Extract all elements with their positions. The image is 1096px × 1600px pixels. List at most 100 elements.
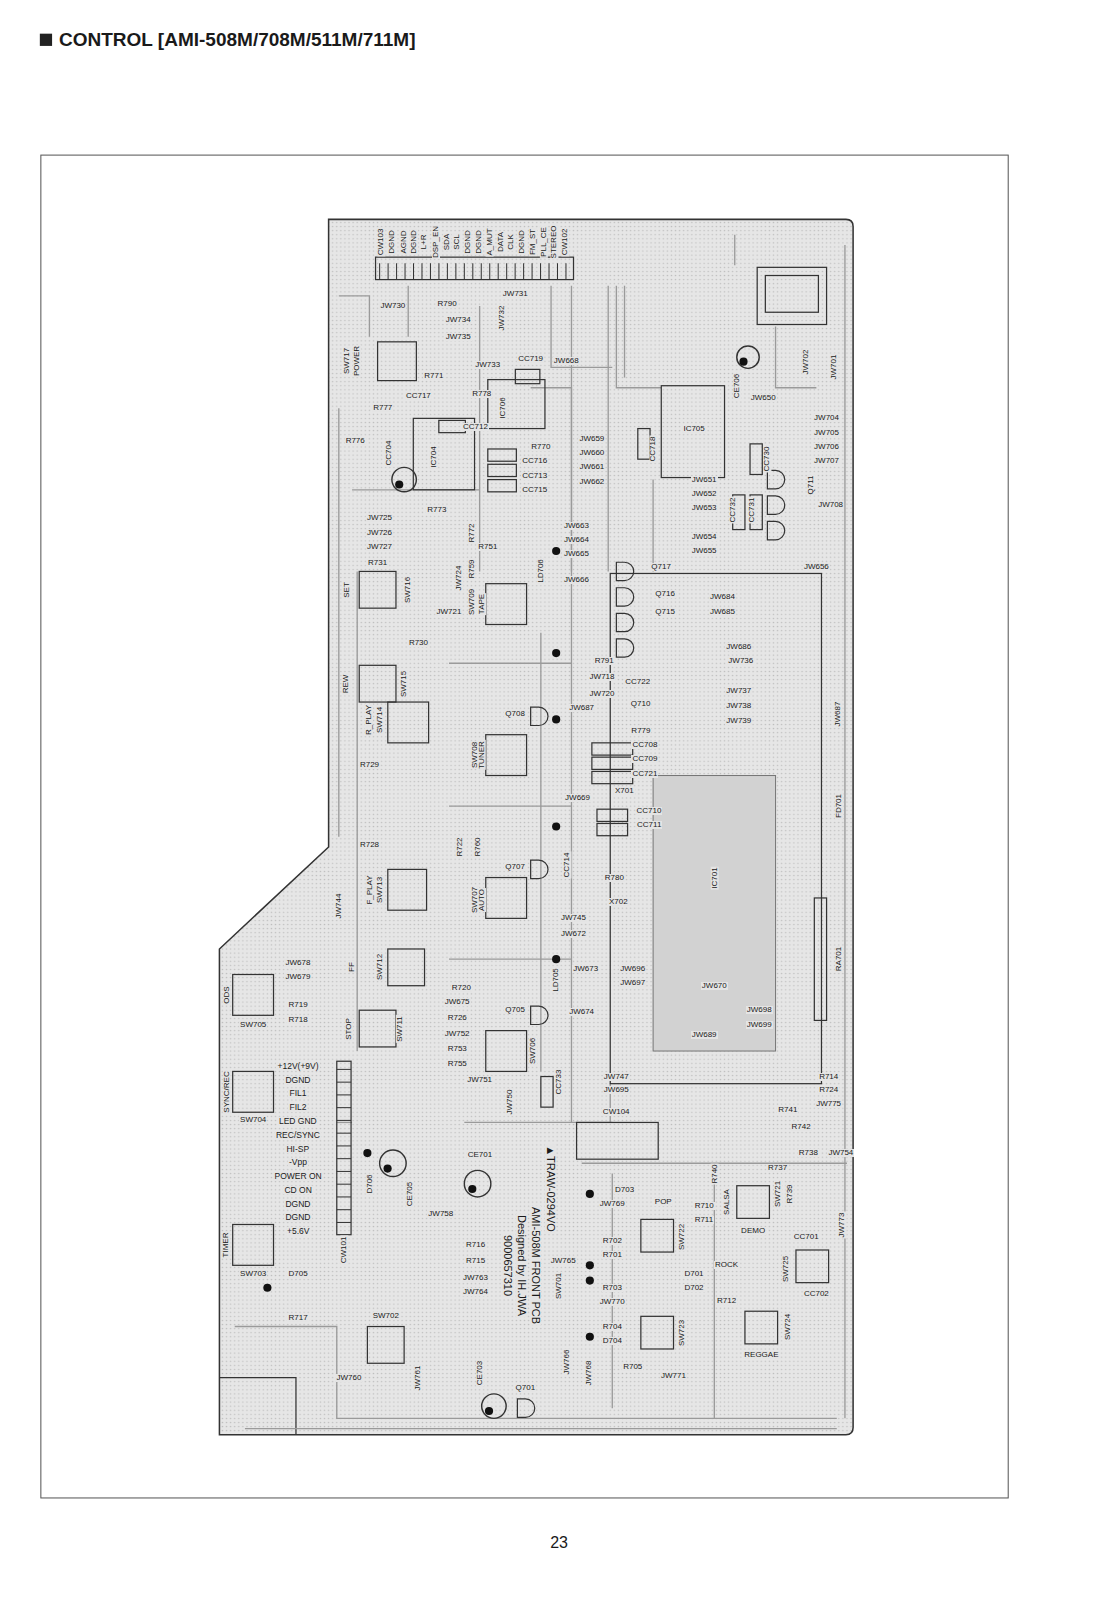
silkscreen-label: JW689: [691, 1031, 718, 1039]
silkscreen-label: FD701: [835, 793, 843, 819]
silkscreen-label: SW701: [555, 1272, 563, 1300]
silkscreen-label: R716: [465, 1241, 486, 1249]
silkscreen-label: JW773: [839, 1211, 847, 1238]
silkscreen-label: JW747: [603, 1073, 630, 1081]
switch-footprint: [388, 949, 425, 986]
silkscreen-label: LD705: [552, 967, 560, 993]
silkscreen-label: R710: [694, 1202, 715, 1210]
silkscreen-label: R717: [287, 1314, 308, 1322]
silkscreen-label: JW668: [553, 357, 580, 365]
silkscreen-label: DSP_EN: [432, 225, 440, 259]
silkscreen-label: JW754: [827, 1149, 854, 1157]
silkscreen-label: POWER ON: [273, 1172, 322, 1181]
silkscreen-label: CC701: [793, 1233, 820, 1241]
silkscreen-label: R760: [474, 836, 482, 857]
silkscreen-label: CC704: [386, 440, 394, 467]
transistor-symbol: [531, 860, 548, 878]
connector-pin: [472, 263, 473, 279]
switch-footprint: [486, 1031, 527, 1072]
silkscreen-label: SET: [343, 581, 351, 599]
copper-trace: [531, 388, 572, 572]
electrolytic-capacitor: [392, 467, 416, 491]
silkscreen-label: JW653: [691, 504, 718, 512]
silkscreen-label: JW654: [691, 533, 718, 541]
silkscreen-label: SW709: [469, 588, 477, 616]
silkscreen-label: DGND: [284, 1213, 311, 1222]
silkscreen-label: REW: [343, 673, 351, 694]
silkscreen-label: SW712: [376, 953, 384, 981]
switch-footprint: [737, 1186, 770, 1219]
silkscreen-label: JW655: [691, 547, 718, 555]
silkscreen-label: CC710: [636, 807, 663, 815]
silkscreen-label: R737: [767, 1164, 788, 1172]
silkscreen-label: R724: [818, 1086, 839, 1094]
silkscreen-label: R719: [287, 1001, 308, 1009]
silkscreen-label: DGND: [284, 1076, 311, 1085]
connector-pin: [337, 1094, 351, 1095]
connector-pin: [523, 263, 524, 279]
page-number: 23: [549, 1535, 569, 1551]
transistor-symbol: [767, 521, 784, 539]
silkscreen-label: JW775: [815, 1100, 842, 1108]
copper-trace: [408, 286, 409, 337]
silkscreen-label: JW672: [560, 930, 587, 938]
silkscreen-label: JW702: [802, 349, 810, 376]
silkscreen-label: JW674: [568, 1008, 595, 1016]
connector-cw101: [337, 1061, 351, 1234]
silkscreen-label: Q701: [515, 1384, 537, 1392]
silkscreen-label: ROCK: [714, 1261, 739, 1269]
silkscreen-label: R791: [594, 657, 615, 665]
silkscreen-label: JW768: [586, 1359, 594, 1386]
silkscreen-label: Q716: [654, 590, 676, 598]
silkscreen-label: HI-SP: [285, 1145, 310, 1154]
connector-pin: [430, 263, 431, 279]
silkscreen-label: JW697: [619, 979, 646, 987]
connector-pin: [438, 263, 439, 279]
silkscreen-label: IC706: [498, 397, 506, 420]
silkscreen-label: JW752: [444, 1030, 471, 1038]
silkscreen-label: JW770: [599, 1298, 626, 1306]
silkscreen-label: R772: [468, 522, 476, 543]
silkscreen-label: FF: [348, 962, 356, 974]
silkscreen-label: Q710: [630, 700, 652, 708]
connector-pin: [481, 263, 482, 279]
connector-cw104: [577, 1122, 659, 1159]
silkscreen-label: CC712: [462, 423, 489, 431]
silkscreen-label: SW713: [376, 876, 384, 904]
silkscreen-label: Q707: [504, 863, 526, 871]
connector-pin: [396, 263, 397, 279]
silkscreen-label: SYNC/REC: [223, 1070, 231, 1113]
silkscreen-label: SW703: [239, 1270, 267, 1278]
copper-trace: [776, 327, 817, 388]
silkscreen-label: TAPE: [478, 593, 486, 615]
diode-symbol: [586, 1277, 594, 1285]
switch-footprint: [388, 869, 427, 910]
board-notch: [219, 1378, 296, 1435]
silkscreen-label: X702: [608, 898, 629, 906]
silkscreen-label: R711: [694, 1216, 715, 1224]
silkscreen-label: JW763: [462, 1274, 489, 1282]
silkscreen-label: R730: [408, 639, 429, 647]
polarity-dot: [485, 1407, 493, 1415]
silkscreen-label: D701: [683, 1270, 704, 1278]
connector-pin: [489, 263, 490, 279]
silkscreen-label: SW722: [678, 1223, 686, 1251]
connector-pin: [337, 1082, 351, 1083]
silkscreen-label: R740: [710, 1163, 718, 1184]
copper-trace: [357, 571, 358, 1051]
copper-trace: [551, 286, 612, 368]
silkscreen-label: JW656: [803, 563, 830, 571]
silkscreen-label: D705: [287, 1270, 308, 1278]
silkscreen-label: R759: [468, 559, 476, 580]
silkscreen-label: JW751: [466, 1076, 493, 1084]
silkscreen-label: IC705: [682, 425, 705, 433]
silkscreen-label: CC732: [730, 497, 738, 524]
silkscreen-label: JW771: [660, 1372, 687, 1380]
silkscreen-label: AMI-508M FRONT PCB: [530, 1206, 541, 1325]
silkscreen-label: DGND: [475, 229, 483, 255]
silkscreen-label: JW650: [750, 394, 777, 402]
connector-pin: [337, 1120, 351, 1121]
connector-pin: [337, 1107, 351, 1108]
capacitor-symbol: [541, 1077, 553, 1108]
silkscreen-label: FIL2: [288, 1103, 307, 1112]
